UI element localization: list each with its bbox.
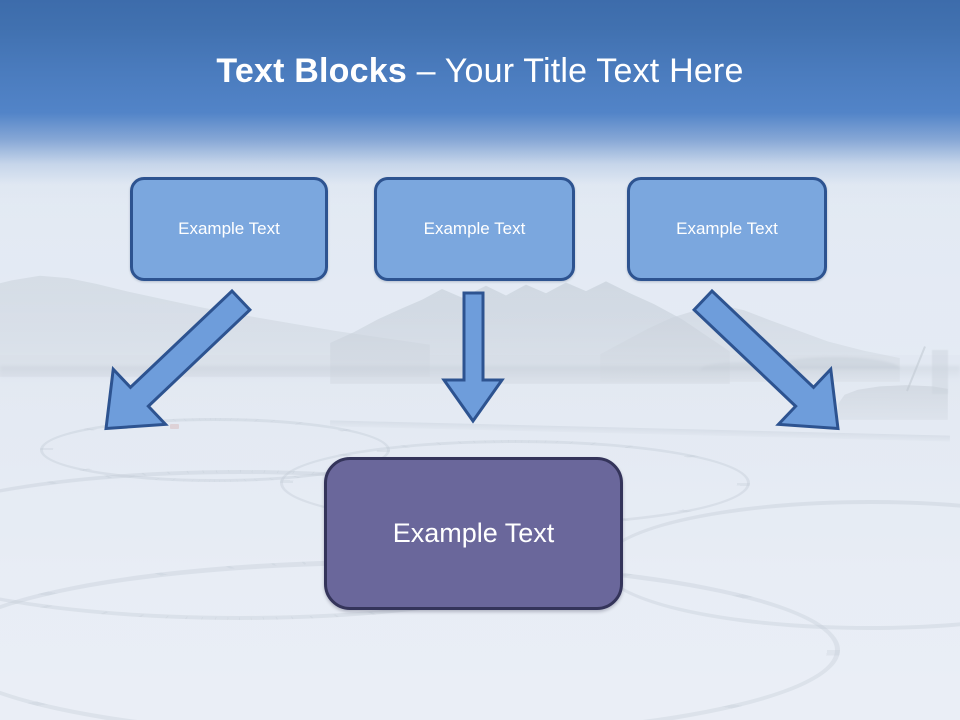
text-block-2-label: Example Text xyxy=(423,219,526,238)
text-block-2[interactable]: Example Text xyxy=(374,177,575,281)
header-band xyxy=(0,0,960,205)
text-block-1[interactable]: Example Text xyxy=(130,177,328,281)
page-title: Text Blocks – Your Title Text Here xyxy=(0,50,960,92)
text-block-result-label: Example Text xyxy=(392,518,555,548)
text-block-3[interactable]: Example Text xyxy=(627,177,827,281)
barge-tower xyxy=(932,350,948,394)
text-block-1-label: Example Text xyxy=(178,219,280,238)
text-block-result[interactable]: Example Text xyxy=(324,457,623,610)
text-block-3-label: Example Text xyxy=(676,219,778,238)
page-title-strong: Text Blocks xyxy=(216,52,407,90)
page-title-rest: – Your Title Text Here xyxy=(406,52,744,90)
pen-marker xyxy=(170,424,179,429)
